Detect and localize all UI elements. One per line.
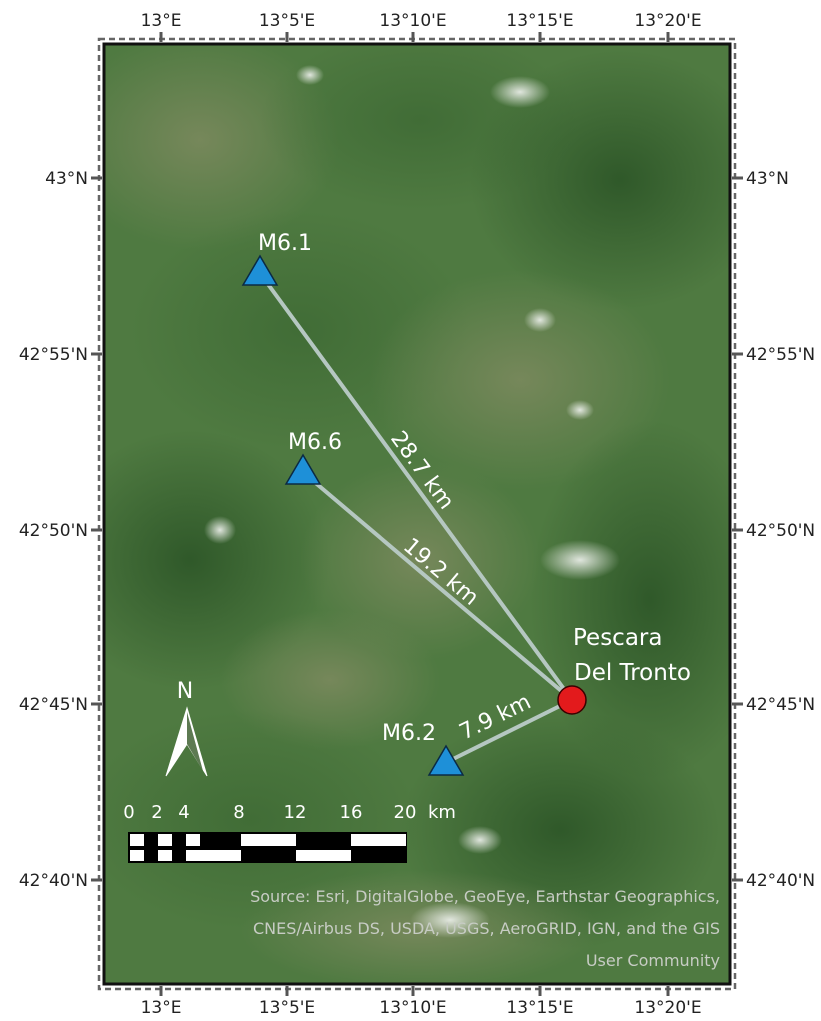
scale-bar: 0 2 4 8 12 16 20 km <box>123 802 456 863</box>
right-tick-label: 42°40'N <box>746 871 815 891</box>
epicenter-m66-label: M6.6 <box>288 430 342 455</box>
scale-label: 12 <box>284 802 307 823</box>
right-tick-label: 42°55'N <box>746 345 815 365</box>
epicenter-m66-marker <box>284 453 322 485</box>
top-tick-labels: 13°E 13°5'E 13°10'E 13°15'E 13°20'E <box>141 11 702 31</box>
left-tick-label: 42°40'N <box>19 871 88 891</box>
bottom-tick-label: 13°E <box>141 998 182 1018</box>
bottom-tick-labels: 13°E 13°5'E 13°10'E 13°15'E 13°20'E <box>141 998 702 1018</box>
top-tick-label: 13°20'E <box>634 11 701 31</box>
epicenter-m61-marker <box>241 254 279 286</box>
epicenter-m62-label: M6.2 <box>382 721 436 746</box>
right-tick-label: 43°N <box>746 169 789 189</box>
top-tick-label: 13°5'E <box>259 11 315 31</box>
north-arrow: N <box>165 679 208 777</box>
scale-label: 16 <box>340 802 363 823</box>
town-marker <box>557 685 587 715</box>
graticule-border <box>97 37 737 991</box>
bottom-tick-label: 13°20'E <box>634 998 701 1018</box>
top-tick-label: 13°E <box>141 11 182 31</box>
left-tick-label: 42°55'N <box>19 345 88 365</box>
north-arrow-label: N <box>177 679 193 704</box>
distance-line-m62 <box>445 698 574 764</box>
right-tick-label: 42°45'N <box>746 695 815 715</box>
scale-label: 8 <box>233 802 244 823</box>
distance-line-m61 <box>260 274 574 702</box>
scale-unit: km <box>428 802 456 823</box>
attribution-line: CNES/Airbus DS, USDA, USGS, AeroGRID, IG… <box>253 919 720 938</box>
bottom-tick-label: 13°5'E <box>259 998 315 1018</box>
epicenter-m62-marker <box>427 744 465 776</box>
attribution-line: User Community <box>586 951 720 970</box>
left-tick-labels: 43°N 42°55'N 42°50'N 42°45'N 42°40'N <box>19 169 88 891</box>
right-tick-labels: 43°N 42°55'N 42°50'N 42°45'N 42°40'N <box>746 169 815 891</box>
scale-label: 20 <box>394 802 417 823</box>
scale-label: 0 <box>123 802 134 823</box>
epicenter-m61-label: M6.1 <box>258 231 312 256</box>
left-tick-label: 43°N <box>45 169 88 189</box>
attribution: Source: Esri, DigitalGlobe, GeoEye, Eart… <box>250 887 720 970</box>
top-tick-label: 13°15'E <box>506 11 573 31</box>
bottom-tick-label: 13°10'E <box>379 998 446 1018</box>
distance-lines <box>260 274 574 764</box>
distance-line-m66 <box>303 472 574 702</box>
attribution-line: Source: Esri, DigitalGlobe, GeoEye, Eart… <box>250 887 720 906</box>
town-label-line2: Del Tronto <box>574 660 691 686</box>
town-label-line1: Pescara <box>573 625 662 651</box>
scale-label: 2 <box>151 802 162 823</box>
top-tick-label: 13°10'E <box>379 11 446 31</box>
left-tick-label: 42°45'N <box>19 695 88 715</box>
right-tick-label: 42°50'N <box>746 521 815 541</box>
left-tick-label: 42°50'N <box>19 521 88 541</box>
graticule-ticks <box>91 32 743 996</box>
scale-label: 4 <box>178 802 189 823</box>
map-frame <box>102 42 732 986</box>
bottom-tick-label: 13°15'E <box>506 998 573 1018</box>
